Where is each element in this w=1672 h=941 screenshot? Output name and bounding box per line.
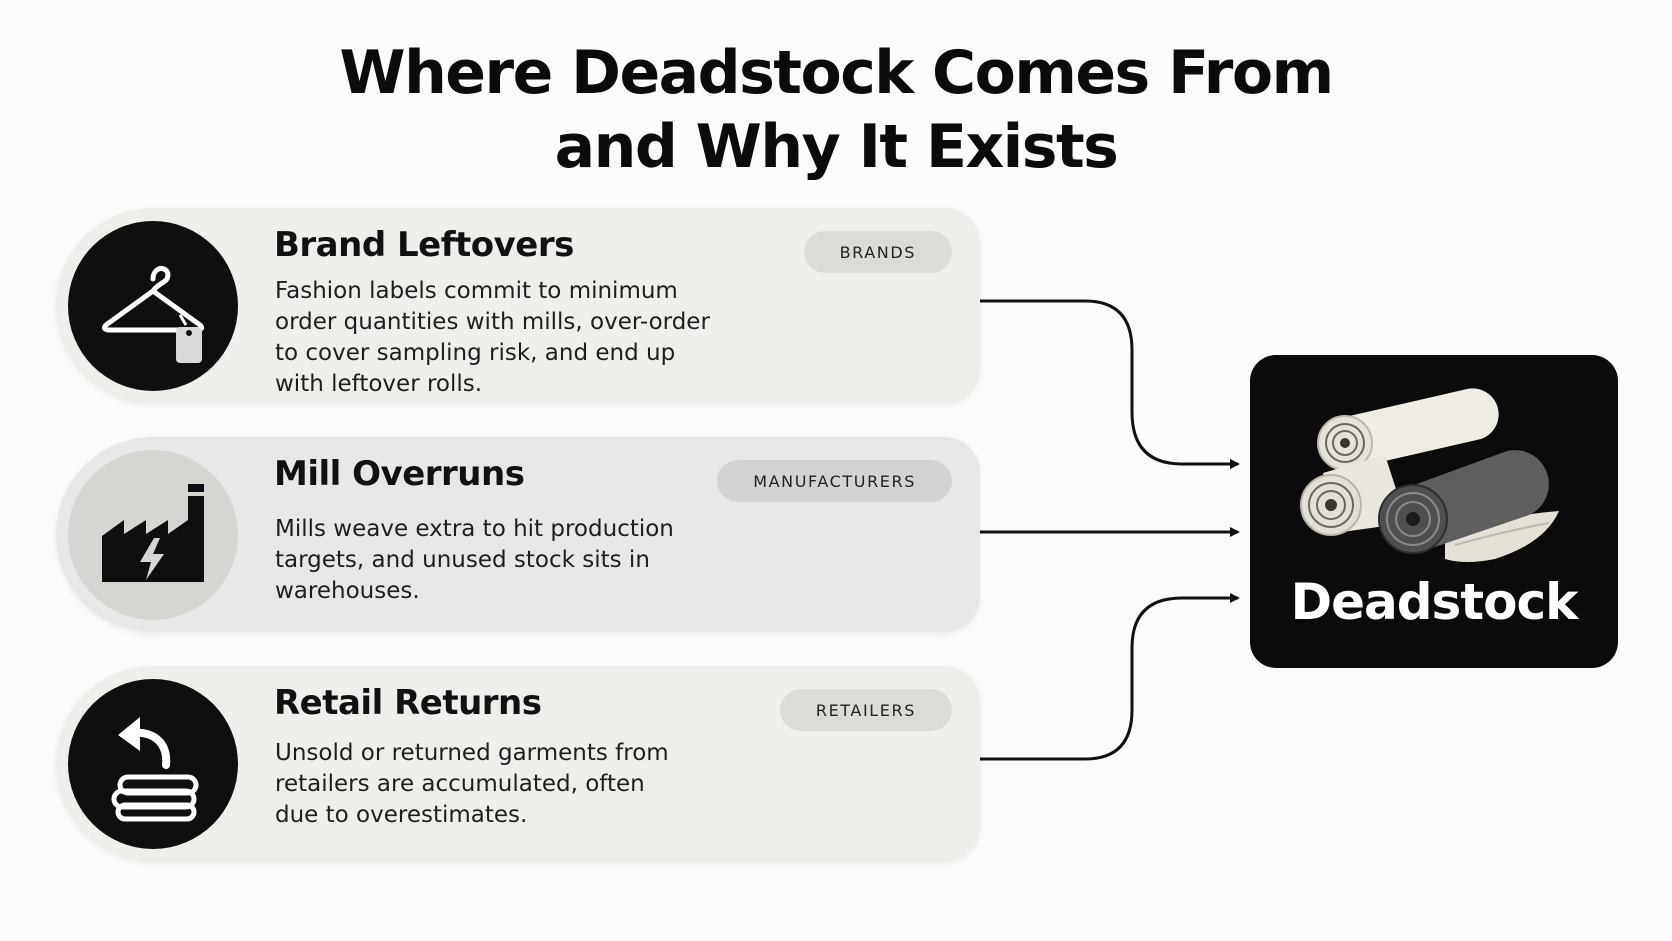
source-icon-circle	[68, 679, 238, 849]
source-description: Mills weave extra to hit production targ…	[275, 516, 674, 604]
hanger-with-tag-icon	[101, 266, 205, 363]
deadstock-box: Deadstock	[1250, 355, 1618, 668]
category-badge: BRANDS	[803, 231, 952, 273]
title-line-1: Where Deadstock Comes From	[339, 38, 1334, 108]
source-title: Retail Returns	[274, 683, 542, 723]
source-description: Unsold or returned garments from retaile…	[275, 740, 669, 828]
arrow-brands-to-deadstock	[980, 299, 1240, 469]
source-card-retailers: Retail Returns Unsold or returned garmen…	[56, 666, 980, 861]
return-folded-garments-icon	[111, 717, 199, 822]
source-description: Fashion labels commit to minimum order q…	[275, 278, 710, 397]
source-title: Brand Leftovers	[274, 225, 574, 265]
fabric-rolls-icon	[1300, 388, 1559, 562]
source-icon-circle	[68, 450, 238, 620]
category-badge: RETAILERS	[779, 689, 952, 731]
source-title: Mill Overruns	[274, 454, 525, 494]
page-title: Where Deadstock Comes From and Why It Ex…	[0, 36, 1672, 184]
deadstock-label: Deadstock	[1290, 573, 1579, 631]
arrow-retailers-to-deadstock	[980, 593, 1240, 761]
category-badge: MANUFACTURERS	[717, 460, 952, 502]
source-card-manufacturers: Mill Overruns Mills weave extra to hit p…	[56, 437, 980, 632]
title-line-2: and Why It Exists	[554, 112, 1119, 182]
source-card-brands: Brand Leftovers Fashion labels commit to…	[56, 208, 980, 403]
factory-icon	[102, 484, 204, 582]
source-icon-circle	[68, 221, 238, 391]
